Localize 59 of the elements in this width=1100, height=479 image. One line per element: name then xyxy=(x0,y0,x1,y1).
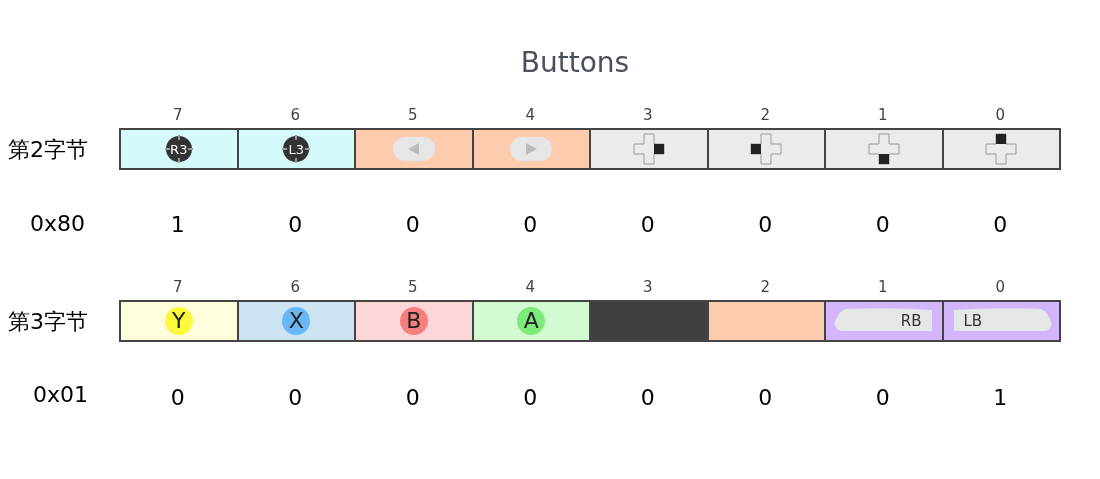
button-label: B xyxy=(406,310,422,332)
hex-value: 0x01 xyxy=(33,381,88,409)
bit-number: 1 xyxy=(878,277,888,298)
bit-number: 6 xyxy=(290,277,300,298)
bit-value: 0 xyxy=(875,211,890,239)
bit-number: 7 xyxy=(173,105,183,126)
bit-number: 2 xyxy=(760,105,770,126)
bit-value: 0 xyxy=(523,384,538,412)
bit-number: 0 xyxy=(995,277,1005,298)
bit-cell xyxy=(706,128,826,170)
bit-number: 5 xyxy=(408,105,418,126)
bit-cell xyxy=(824,300,944,342)
bit-value: 0 xyxy=(640,211,655,239)
bit-cell xyxy=(471,128,591,170)
bit-number: 2 xyxy=(760,277,770,298)
bit-value: 0 xyxy=(288,384,303,412)
hex-value: 0x80 xyxy=(30,210,85,238)
bit-cell xyxy=(119,128,239,170)
bit-cell xyxy=(236,128,356,170)
button-label: L3 xyxy=(288,142,304,156)
button-label: A xyxy=(523,310,539,332)
bit-cell xyxy=(941,300,1061,342)
bit-number: 4 xyxy=(525,277,535,298)
bit-number: 6 xyxy=(290,105,300,126)
bit-number: 1 xyxy=(878,105,888,126)
bit-cell xyxy=(941,128,1061,170)
bit-cell xyxy=(119,300,239,342)
bit-cell xyxy=(354,128,474,170)
title: Buttons xyxy=(519,45,631,81)
bit-cell xyxy=(589,300,709,342)
bit-value: 1 xyxy=(993,384,1008,412)
bit-value: 0 xyxy=(875,384,890,412)
bit-number: 7 xyxy=(173,277,183,298)
bit-value: 0 xyxy=(758,384,773,412)
button-label: Y xyxy=(172,310,186,332)
bit-value: 0 xyxy=(640,384,655,412)
bit-cell xyxy=(824,128,944,170)
bit-number: 3 xyxy=(643,277,653,298)
bit-value: 0 xyxy=(993,211,1008,239)
bit-cell xyxy=(236,300,356,342)
bit-cell xyxy=(589,128,709,170)
bit-cell xyxy=(706,300,826,342)
bit-value: 0 xyxy=(288,211,303,239)
byte-label: 第2字节 xyxy=(8,136,88,164)
bit-value: 0 xyxy=(758,211,773,239)
button-label: R3 xyxy=(170,142,188,156)
bit-number: 3 xyxy=(643,105,653,126)
bit-value: 0 xyxy=(405,384,420,412)
bit-number: 5 xyxy=(408,277,418,298)
bit-value: 1 xyxy=(170,211,185,239)
button-label: X xyxy=(288,310,304,332)
bit-number: 4 xyxy=(525,105,535,126)
bit-cell xyxy=(354,300,474,342)
bit-value: 0 xyxy=(170,384,185,412)
bit-number: 0 xyxy=(995,105,1005,126)
bit-value: 0 xyxy=(405,211,420,239)
bit-cell xyxy=(471,300,591,342)
bit-value: 0 xyxy=(523,211,538,239)
byte-label: 第3字节 xyxy=(8,308,88,336)
